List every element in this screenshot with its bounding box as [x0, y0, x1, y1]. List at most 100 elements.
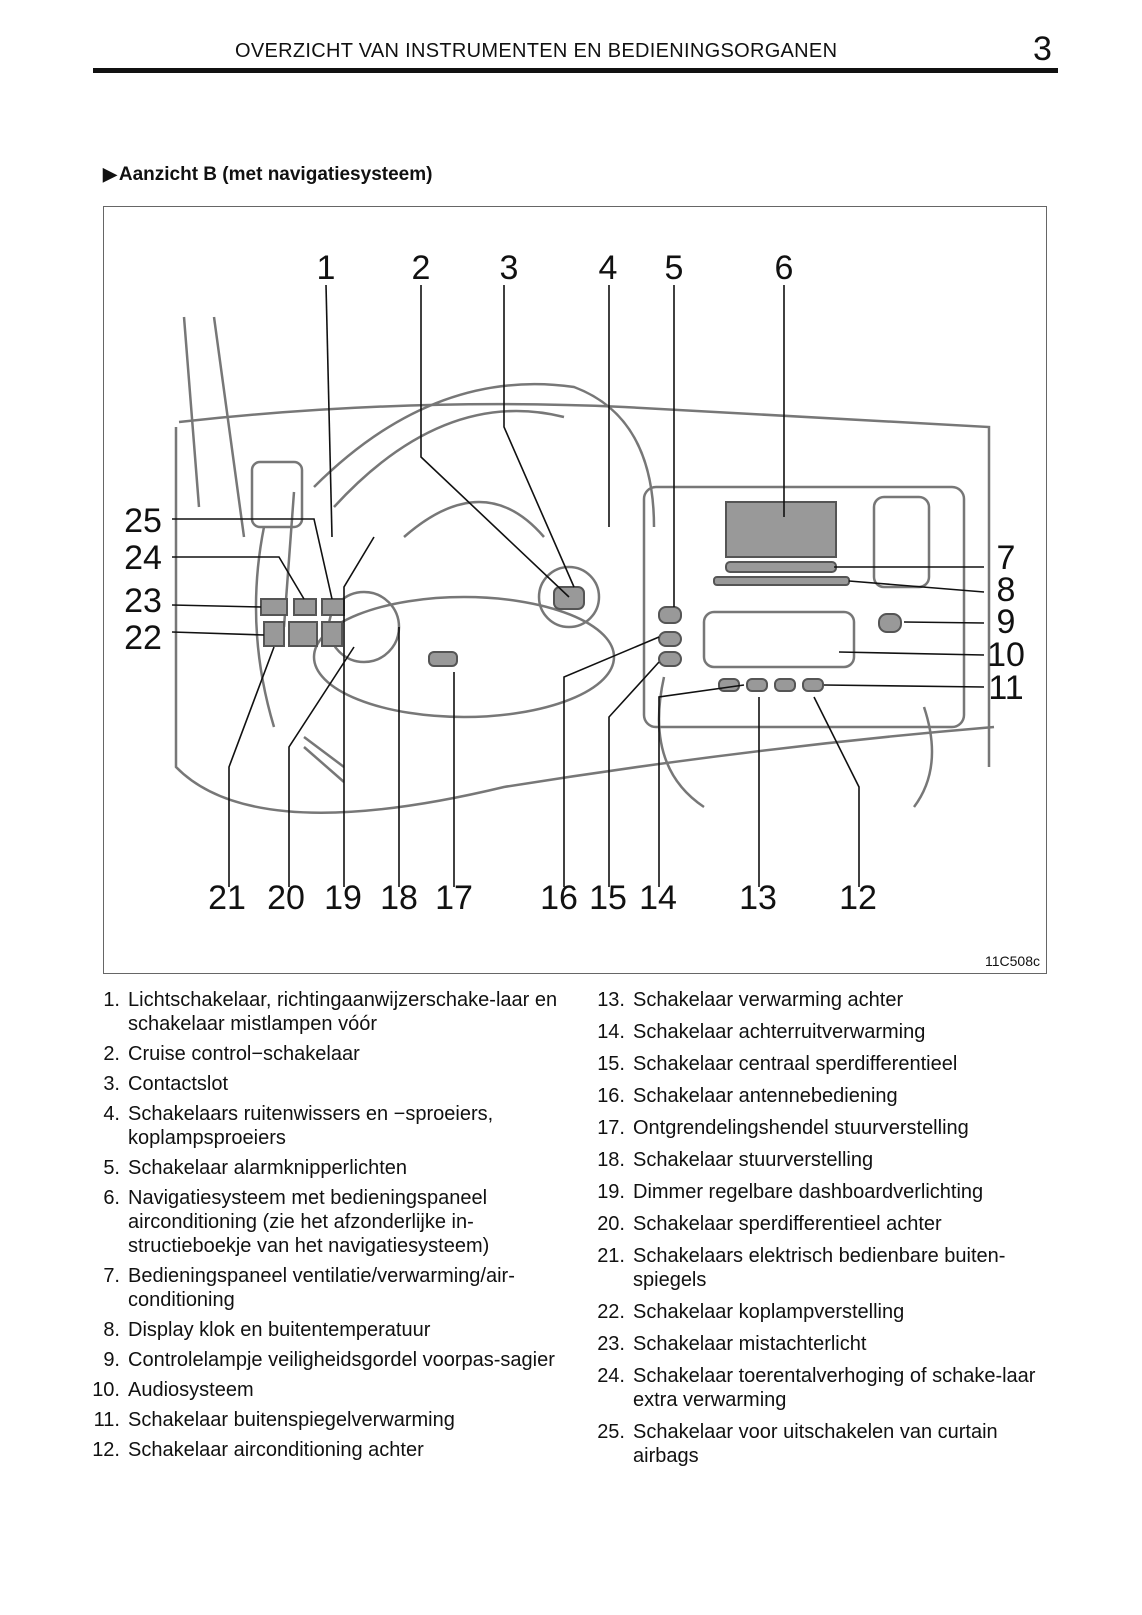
section-title: ▶Aanzicht B (met navigatiesysteem) — [103, 164, 432, 186]
legend-item: 6. Navigatiesysteem met bedieningspaneel … — [80, 1186, 570, 1258]
callout-number: 6 — [775, 249, 794, 287]
legend-item: 3.Contactslot — [80, 1072, 570, 1096]
callout-number: 4 — [599, 249, 618, 287]
legend-item-text: Schakelaar mistachterlicht — [633, 1333, 867, 1355]
legend-item-number: 25. — [597, 1421, 625, 1443]
callout-number: 19 — [324, 879, 362, 917]
legend-item-number: 22. — [597, 1301, 625, 1323]
legend-item: 18. Schakelaar stuurverstelling — [585, 1148, 1055, 1172]
legend-item-text: Schakelaar verwarming achter — [633, 989, 904, 1011]
legend-item: 23. Schakelaar mistachterlicht — [585, 1332, 1055, 1356]
legend-item-number: 5. — [103, 1157, 120, 1179]
dashboard-outline — [174, 316, 995, 814]
legend-item-number: 8. — [103, 1319, 120, 1341]
legend-item: 1. Lichtschakelaar, richtingaanwijzerscha… — [80, 988, 570, 1036]
legend-item: 24. Schakelaar toerentalverhoging of scha… — [585, 1364, 1055, 1412]
legend-item-number: 24. — [597, 1365, 625, 1387]
legend-item: 9. Controlelampje veiligheidsgordel voorp… — [80, 1348, 570, 1372]
legend-item-number: 3. — [103, 1073, 120, 1095]
legend-item-number: 12. — [92, 1439, 120, 1461]
legend-item-text: Schakelaar toerentalverhoging of schake-… — [633, 1365, 1036, 1411]
leader-lines — [171, 284, 985, 887]
legend-item: 25. Schakelaar voor uitschakelen van curt… — [585, 1420, 1055, 1468]
legend-item-text: Lichtschakelaar, richtingaanwijzerschake… — [128, 989, 558, 1035]
legend-item-text: Schakelaars elektrisch bedienbare buiten… — [633, 1245, 1006, 1291]
legend-item-number: 11. — [93, 1409, 120, 1431]
callout-number: 25 — [124, 502, 162, 540]
legend-item-text: Schakelaar airconditioning achter — [128, 1439, 424, 1461]
figure-code: 11C508c — [984, 953, 1040, 969]
legend-item-text: Schakelaar voor uitschakelen van curtain… — [633, 1421, 998, 1467]
legend-item-number: 15. — [597, 1053, 625, 1075]
legend-item-number: 17. — [597, 1117, 625, 1139]
legend-item-number: 9. — [103, 1349, 120, 1371]
callout-number: 9 — [997, 603, 1016, 641]
legend-item: 17. Ontgrendelingshendel stuurverstelling — [585, 1116, 1055, 1140]
legend-item-text: Schakelaar sperdifferentieel achter — [633, 1213, 942, 1235]
callout-number: 21 — [208, 879, 246, 917]
page-number: 3 — [1033, 30, 1052, 68]
legend-item: 5.Schakelaar alarmknipperlichten — [80, 1156, 570, 1180]
legend-item-number: 20. — [597, 1213, 625, 1235]
legend-item: 7.Bedieningspaneel ventilatie/verwarming… — [80, 1264, 570, 1312]
legend-item: 4.Schakelaars ruitenwissers en −sproeier… — [80, 1102, 570, 1150]
legend-item-number: 23. — [597, 1333, 625, 1355]
legend-item-text: Schakelaar centraal sperdifferentieel — [633, 1053, 958, 1075]
callout-number: 17 — [435, 879, 473, 917]
legend-item: 11. Schakelaar buitenspiegelverwarming — [80, 1408, 570, 1432]
triangle-marker-icon: ▶ — [103, 164, 117, 184]
legend-item-number: 6. — [103, 1187, 120, 1209]
callout-number: 18 — [380, 879, 418, 917]
legend-item: 14. Schakelaar achterruitverwarming — [585, 1020, 1055, 1044]
legend-item-number: 2. — [103, 1043, 120, 1065]
legend-item-text: Bedieningspaneel ventilatie/verwarming/a… — [128, 1265, 515, 1311]
callout-number: 15 — [589, 879, 627, 917]
legend-item: 12. Schakelaar airconditioning achter — [80, 1438, 570, 1462]
legend-item-text: Schakelaars ruitenwissers en −sproeiers,… — [128, 1103, 494, 1149]
callout-number: 5 — [665, 249, 684, 287]
legend-item-number: 18. — [597, 1149, 625, 1171]
legend-item: 8.Display klok en buitentemperatuur — [80, 1318, 570, 1342]
callout-number: 23 — [124, 582, 162, 620]
legend-item-text: Controlelampje veiligheidsgordel voorpas… — [128, 1349, 555, 1371]
callout-number: 8 — [997, 571, 1016, 609]
callout-number: 13 — [739, 879, 777, 917]
legend-item-number: 16. — [597, 1085, 625, 1107]
legend-item-text: Schakelaar buitenspiegelverwarming — [128, 1409, 455, 1431]
legend-item-text: Dimmer regelbare dashboardverlichting — [633, 1181, 984, 1203]
legend-item-text: Schakelaar stuurverstelling — [633, 1149, 874, 1171]
legend-item-text: Audiosysteem — [128, 1379, 254, 1401]
dashboard-controls — [260, 501, 902, 692]
callout-number: 3 — [500, 249, 519, 287]
legend-item: 22. Schakelaar koplampverstelling — [585, 1300, 1055, 1324]
section-title-text: Aanzicht B (met navigatiesysteem) — [118, 164, 433, 185]
legend-item: 21.Schakelaars elektrisch bedienbare bui… — [585, 1244, 1055, 1292]
callout-number: 2 — [412, 249, 431, 287]
legend-item-number: 13. — [597, 989, 625, 1011]
legend-item-number: 1. — [103, 989, 120, 1011]
callout-number: 22 — [124, 619, 162, 657]
legend-item-number: 14. — [597, 1021, 625, 1043]
legend-item-text: Navigatiesysteem met bedieningspaneel ai… — [128, 1187, 490, 1257]
legend-item: 2. Cruise control−schakelaar — [80, 1042, 570, 1066]
callout-number: 10 — [987, 636, 1025, 674]
legend-item-text: Schakelaar koplampverstelling — [633, 1301, 905, 1323]
legend-left-column: 1. Lichtschakelaar, richtingaanwijzerscha… — [80, 988, 570, 1468]
callout-number: 1 — [317, 249, 336, 287]
legend-item-text: Schakelaar achterruitverwarming — [633, 1021, 926, 1043]
legend-item: 20. Schakelaar sperdifferentieel achter — [585, 1212, 1055, 1236]
legend-item: 15. Schakelaar centraal sperdifferentieel — [585, 1052, 1055, 1076]
legend-item: 16.Schakelaar antennebediening — [585, 1084, 1055, 1108]
callout-number: 11 — [988, 669, 1023, 707]
header-rule — [93, 68, 1058, 73]
callout-number: 12 — [839, 879, 877, 917]
callout-number: 7 — [997, 539, 1016, 577]
legend-item-text: Cruise control−schakelaar — [128, 1043, 360, 1065]
callout-number: 24 — [124, 539, 162, 577]
callout-number: 20 — [267, 879, 305, 917]
legend-item: 10.Audiosysteem — [80, 1378, 570, 1402]
legend-item-text: Ontgrendelingshendel stuurverstelling — [633, 1117, 969, 1139]
